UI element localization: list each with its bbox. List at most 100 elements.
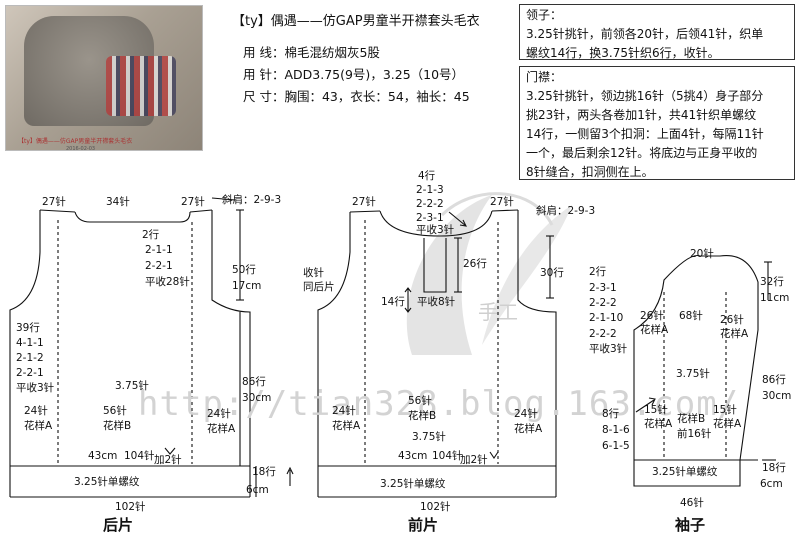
back-armhole-shape: 4-1-1 — [16, 337, 44, 349]
sleeve-center-stitches: 68针 — [679, 310, 703, 322]
front-shoulder-right: 27针 — [490, 196, 514, 208]
sleeve-rib-rows: 18行 — [762, 462, 786, 474]
sleeve-cap-dec: 2-2-2 — [589, 328, 617, 340]
sleeve-title: 袖子 — [675, 516, 706, 534]
front-pattern-a-left: 24针 — [332, 405, 356, 417]
sleeve-cap-dec: 2-2-2 — [589, 297, 617, 309]
placket-line: 3.25针挑针，领边挑16针（5挑4）身子部分 — [526, 89, 764, 103]
back-neck-stitches: 34针 — [106, 196, 130, 208]
front-neck-dec: 平收3针 — [416, 224, 455, 236]
front-needle: 3.75针 — [412, 431, 446, 443]
sleeve-cap-top: 20针 — [690, 248, 714, 260]
back-armhole-shape: 平收3针 — [16, 382, 55, 394]
back-pattern-a-left: 24针 — [24, 405, 48, 417]
front-rib: 3.25针单螺纹 — [380, 478, 446, 490]
back-neck-dec: 2-1-1 — [145, 244, 173, 256]
back-title: 后片 — [103, 516, 134, 534]
back-armhole-cm: 17cm — [232, 280, 262, 292]
sleeve-body-cm: 30cm — [762, 390, 792, 402]
sleeve-rib-cm: 6cm — [760, 478, 783, 490]
front-outline-right — [517, 210, 557, 497]
sleeve-pattern-a-right: 花样A — [720, 328, 749, 340]
front-pattern-b: 56针 — [408, 395, 432, 407]
back-shoulder-left: 27针 — [42, 196, 66, 208]
back-neckline — [74, 211, 191, 223]
back-width-cm: 43cm — [88, 450, 118, 462]
front-pattern-a-left: 花样A — [332, 420, 361, 432]
sleeve-pattern-a-right2: 15针 — [713, 404, 737, 416]
front-placket-rows: 26行 — [463, 258, 487, 270]
front-shoulder-left: 27针 — [352, 196, 376, 208]
back-pattern-a-right: 花样A — [207, 423, 236, 435]
yarn-spec: 用 线：棉毛混纺烟灰5股 — [243, 45, 380, 60]
front-armhole-rows: 30行 — [540, 267, 564, 279]
front-pattern-a-right: 花样A — [514, 423, 543, 435]
front-total-stitches: 104针 — [432, 450, 463, 462]
back-armhole-shape: 39行 — [16, 322, 40, 334]
sleeve-pattern-a-left: 花样A — [640, 324, 669, 336]
front-neck-dec: 2-3-1 — [416, 212, 444, 224]
placket-line: 8针缝合，扣洞侧在上。 — [526, 165, 654, 179]
back-bottom-stitches: 102针 — [115, 501, 146, 513]
back-outline-left — [9, 210, 41, 497]
sleeve-pattern-a-left: 26针 — [640, 310, 664, 322]
sleeve-cap-cm: 11cm — [760, 292, 790, 304]
front-width-cm: 43cm — [398, 450, 428, 462]
front-title: 前片 — [408, 516, 439, 534]
back-increase: 加2针 — [154, 454, 182, 466]
back-body-cm: 30cm — [242, 392, 272, 404]
front-neck-dec: 2-2-2 — [416, 198, 444, 210]
photo-date: 2016-02-03 — [66, 146, 96, 151]
front-increase: 加2针 — [460, 454, 488, 466]
sleeve-pattern-a-right2: 花样A — [713, 418, 742, 430]
sleeve-pattern-a-left2: 花样A — [644, 418, 673, 430]
back-total-stitches: 104针 — [124, 450, 155, 462]
collar-line: 螺纹14行，换3.75针织6行，收针。 — [526, 46, 720, 60]
placket-instructions: 门襟： 3.25针挑针，领边挑16针（5挑4）身子部分 挑23针，两头各卷加1针… — [519, 66, 795, 180]
placket-line: 挑23针，两头各卷加1针，共41针织单螺纹 — [526, 108, 757, 122]
placket-heading: 门襟： — [526, 70, 563, 84]
sleeve-pattern-a-left2: 15针 — [644, 404, 668, 416]
collar-line: 3.25针挑针，前领各20针，后领41针，织单 — [526, 27, 764, 41]
needle-spec: 用 针：ADD3.75(9号)，3.25（10号） — [243, 67, 465, 82]
size-spec: 尺 寸：胸围：43，衣长：54，袖长：45 — [243, 89, 470, 104]
back-shoulder-slope: 斜肩：2-9-3 — [222, 194, 282, 206]
front-bottom-stitches: 102针 — [420, 501, 451, 513]
collar-heading: 领子： — [526, 8, 563, 22]
front-same-note: 同后片 — [303, 281, 335, 293]
pattern-title: 【ty】偶遇——仿GAP男童半开襟套头毛衣 — [232, 14, 480, 29]
back-neck-dec: 2行 — [142, 229, 160, 241]
back-rib-cm: 6cm — [246, 484, 269, 496]
back-shoulder-right: 27针 — [181, 196, 205, 208]
sleeve-increase: 6-1-5 — [602, 440, 630, 452]
photo-caption: 【ty】偶遇——仿GAP男童半开襟套头毛衣 — [18, 138, 133, 145]
back-neck-dec: 平收28针 — [145, 276, 190, 288]
collar-instructions: 领子： 3.25针挑针，前领各20针，后领41针，织单 螺纹14行，换3.75针… — [519, 4, 795, 60]
plaid-shirt-image — [106, 56, 176, 116]
back-pattern-a-right: 24针 — [207, 408, 231, 420]
sleeve-outline — [633, 254, 759, 487]
sleeve-increase: 8-1-6 — [602, 424, 630, 436]
front-placket-bind: 平收8针 — [417, 296, 456, 308]
sleeve-increase: 8行 — [602, 408, 620, 420]
front-shoulder-slope: 斜肩：2-9-3 — [536, 205, 596, 217]
sleeve-pattern-a-right: 26针 — [720, 314, 744, 326]
back-pattern-b: 花样B — [103, 420, 132, 432]
sleeve-body-rows: 86行 — [762, 374, 786, 386]
front-pattern-b: 花样B — [408, 410, 437, 422]
front-placket-side: 14行 — [381, 296, 405, 308]
sleeve-pattern-b: 前16针 — [677, 428, 712, 440]
sleeve-bottom-stitches: 46针 — [680, 497, 704, 509]
back-rib-rows: 18行 — [252, 466, 276, 478]
sleeve-cap-dec: 2行 — [589, 266, 607, 278]
watermark-url: http://tian328.blog.163.com/ — [138, 384, 740, 424]
back-needle: 3.75针 — [115, 380, 149, 392]
front-outline-left — [317, 212, 351, 497]
placket-outline — [423, 238, 447, 293]
back-neck-dec: 2-2-1 — [145, 260, 173, 272]
sleeve-cap-dec: 平收3针 — [589, 343, 628, 355]
back-pattern-b: 56针 — [103, 405, 127, 417]
sleeve-needle: 3.75针 — [676, 368, 710, 380]
back-outline-right — [211, 210, 251, 497]
